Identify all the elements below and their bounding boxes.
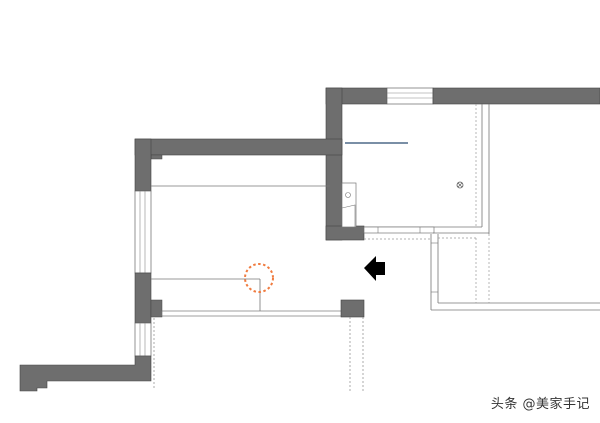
window-top [386,87,434,105]
wall-bottom-left [19,355,152,392]
wall-column [340,299,365,318]
wall-top-right [432,87,600,105]
wall-living-top [134,138,343,156]
highlight-circle [244,263,274,293]
watermark: 头条 @美家手记 [490,397,590,412]
entrance-arrow [364,256,385,281]
window-left [134,190,152,274]
floor-drain [456,181,464,189]
wall-bath-bottom-corner [325,225,365,241]
wall-left-upper [134,138,152,192]
window-lower-left [134,322,152,357]
wall-left-lower [134,272,152,324]
wall-bath-left [325,87,343,241]
